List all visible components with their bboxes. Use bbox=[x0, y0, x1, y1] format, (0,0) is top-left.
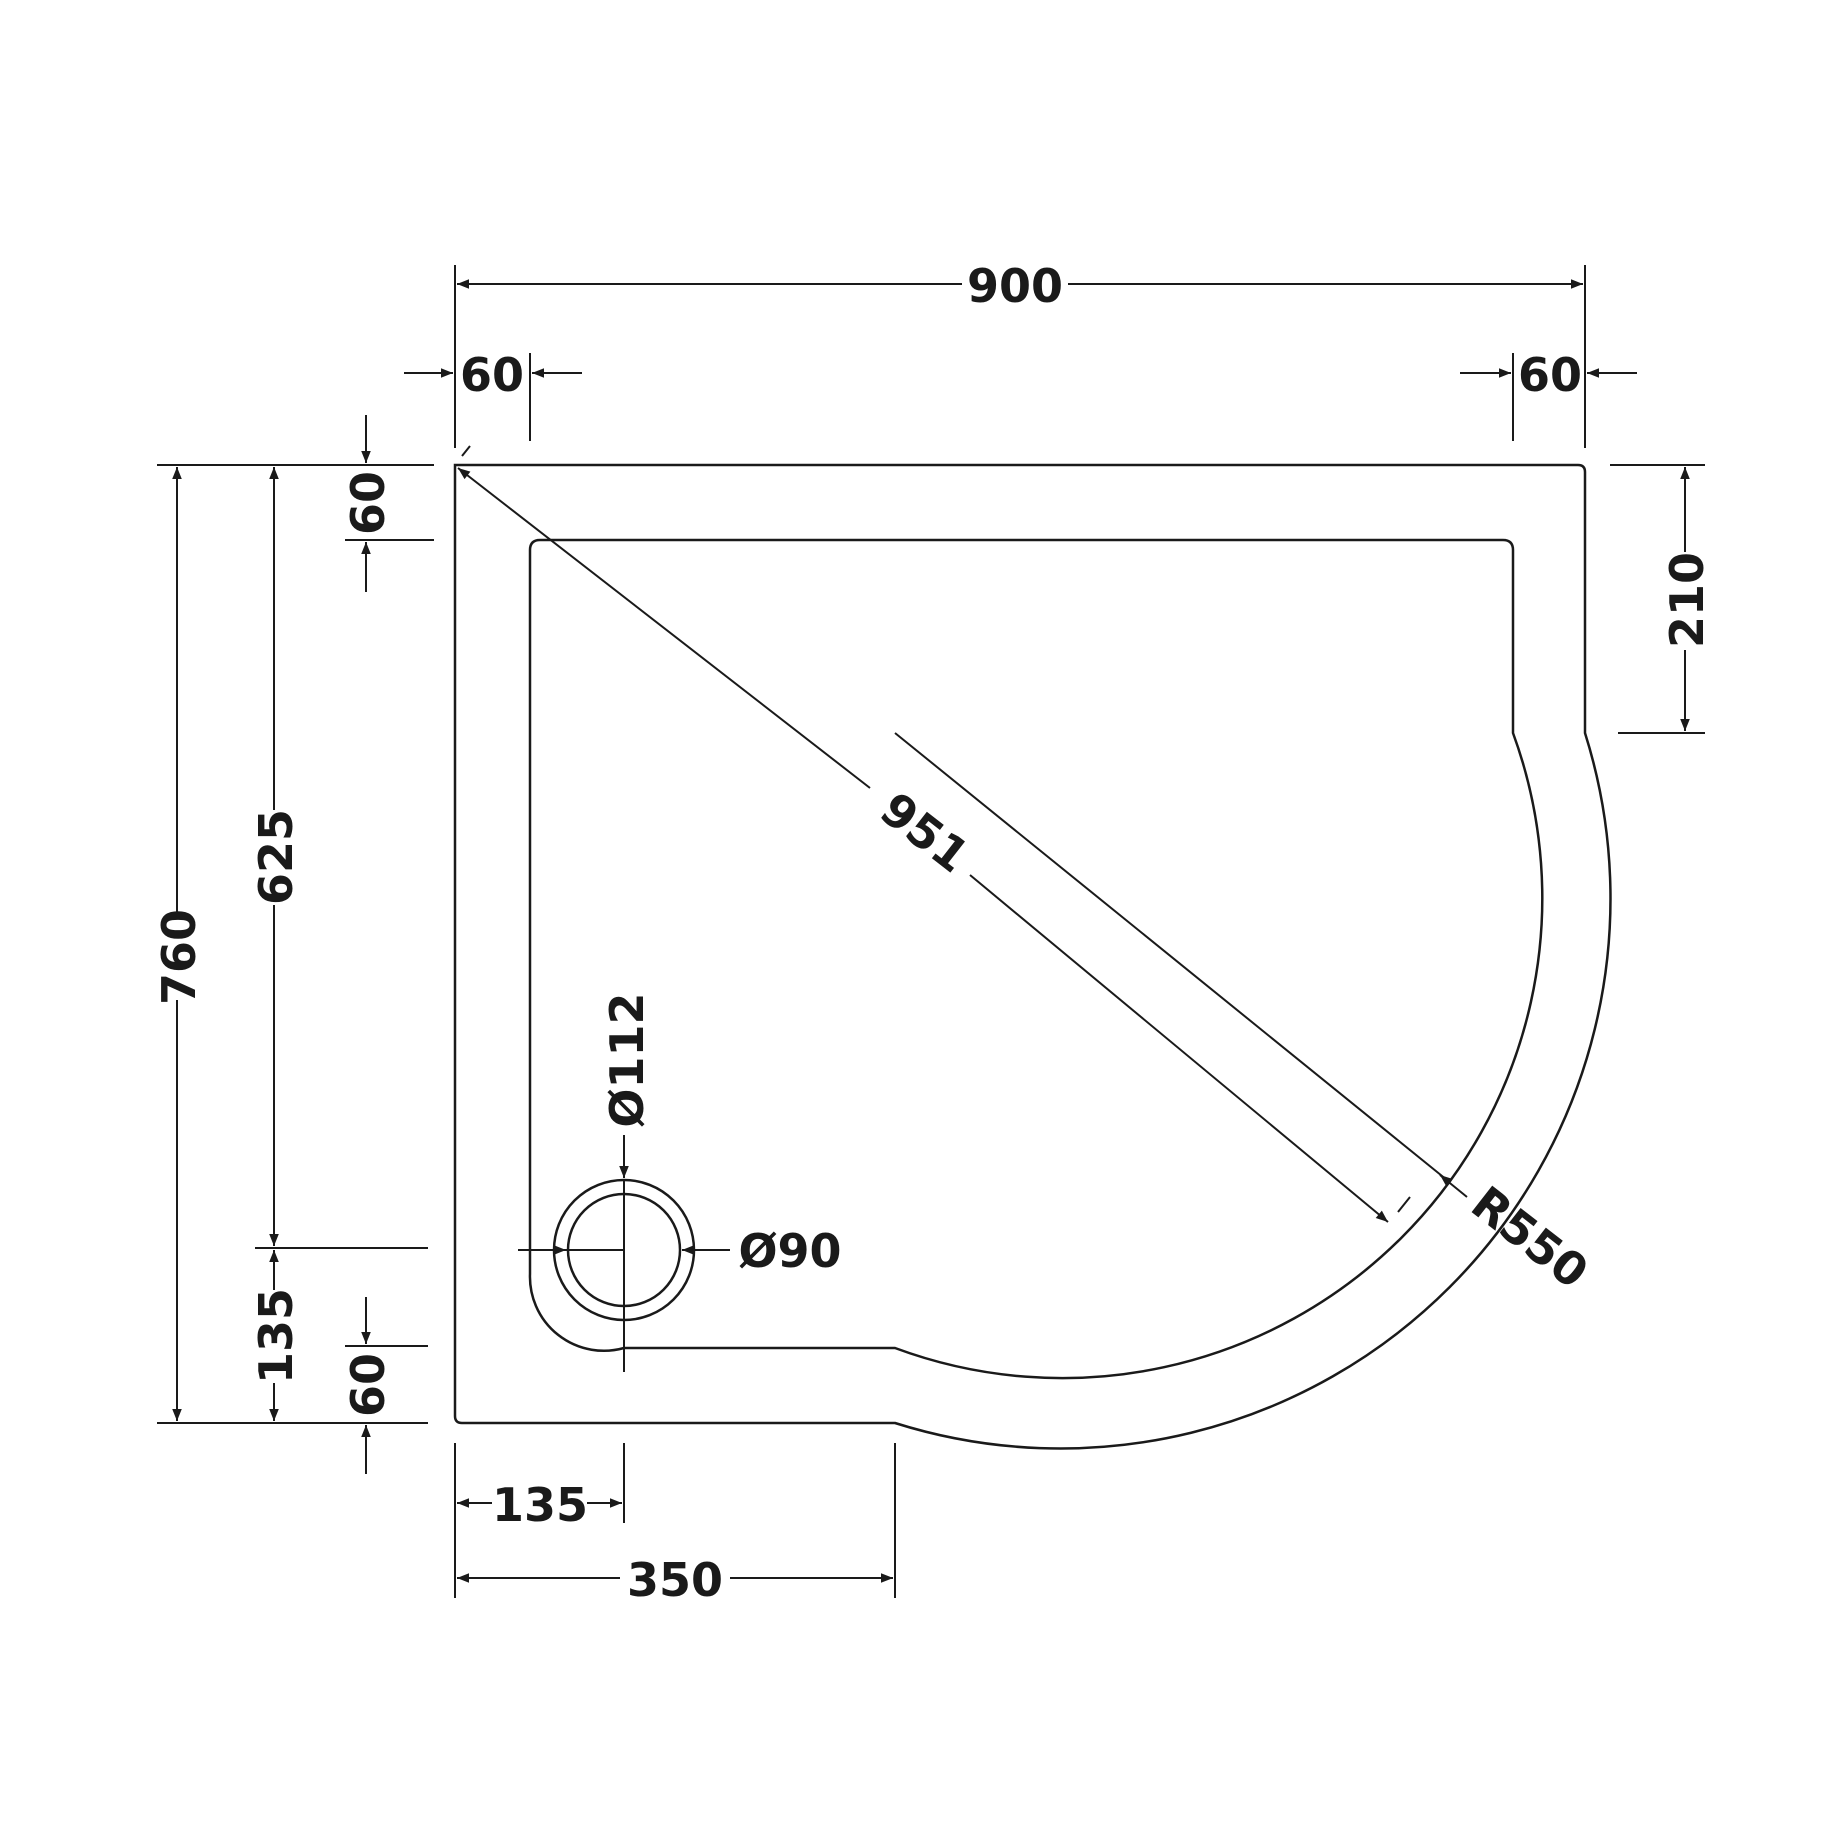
radius-line bbox=[894, 732, 1448, 1181]
tray-inner-outline bbox=[528, 538, 1544, 1380]
dim-left-rim-label: 60 bbox=[460, 348, 524, 402]
dim-bottom-rim-label: 60 bbox=[341, 1353, 395, 1417]
dim-350-label: 350 bbox=[627, 1553, 723, 1607]
dim-top-rim-label: 60 bbox=[341, 471, 395, 535]
radius-arrow bbox=[1439, 1174, 1468, 1198]
dim-waste-offset-y-label: 135 bbox=[249, 1288, 303, 1384]
dimension-line-951 bbox=[969, 874, 1389, 1223]
dim-waste-offset-x-label: 135 bbox=[492, 1478, 588, 1532]
tray-outer-outline bbox=[453, 463, 1612, 1450]
dim-760-label: 760 bbox=[152, 909, 206, 1005]
corner-tick bbox=[461, 445, 471, 457]
dim-951-label: 951 bbox=[870, 782, 979, 884]
dim-900-label: 900 bbox=[967, 259, 1063, 313]
dimension-line-951 bbox=[457, 467, 871, 789]
dim-radius-label: R550 bbox=[1461, 1176, 1598, 1299]
dim-waste-inner-label: Ø90 bbox=[738, 1224, 841, 1278]
dim-waste-outer-label: Ø112 bbox=[600, 992, 654, 1127]
radius-tick bbox=[1397, 1196, 1411, 1213]
dim-210-label: 210 bbox=[1660, 552, 1714, 648]
dim-625-label: 625 bbox=[249, 809, 303, 905]
dim-right-rim-label: 60 bbox=[1518, 348, 1582, 402]
